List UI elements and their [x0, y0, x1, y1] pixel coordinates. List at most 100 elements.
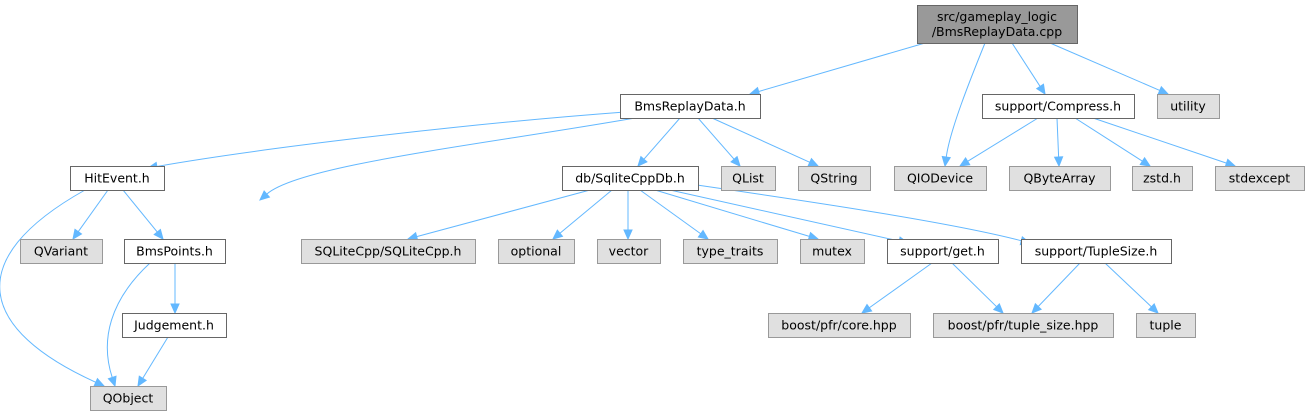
arrowhead-db_sqlitecppdb_h-to-vector — [623, 229, 633, 241]
arrowhead-support_compress_h-to-qiodevice — [958, 156, 971, 167]
node-label: HitEvent.h — [84, 171, 149, 186]
node-label: boost/pfr/core.hpp — [781, 318, 896, 333]
node-label: zstd.h — [1143, 171, 1181, 186]
node-label: tuple — [1150, 318, 1182, 333]
edge-bmsreplaydata_h-to-qlist — [697, 117, 735, 160]
node-box — [1021, 239, 1172, 264]
node-support-get-h[interactable]: support/get.h — [887, 239, 999, 264]
nodes-layer: src/gameplay_logic/BmsReplayData.cppBmsR… — [20, 5, 1305, 411]
edge-db_sqlitecppdb_h-to-mutex — [654, 189, 810, 237]
node-box — [620, 94, 761, 119]
node-box — [301, 239, 476, 264]
arrowhead-support_tuplesize_h-to-boost_pfr_tuple_size_hpp — [1031, 302, 1043, 314]
node-boost-pfr-core-hpp: boost/pfr/core.hpp — [768, 313, 911, 338]
edge-support_compress_h-to-zstd_h — [1074, 117, 1143, 162]
node-box — [597, 239, 661, 264]
node-bmsreplaydata-h[interactable]: BmsReplayData.h — [620, 94, 761, 119]
node-db-sqlitecppdb-h[interactable]: db/SqliteCppDb.h — [562, 166, 699, 191]
edge-judgement_h-to-qobject — [142, 336, 169, 379]
node-hitevent-h[interactable]: HitEvent.h — [70, 166, 165, 191]
edge-bmsreplaydata_h-to-hitevent_h — [156, 111, 626, 167]
node-box — [798, 166, 871, 191]
edge-root-to-bmsreplaydata_h — [758, 42, 926, 92]
arrowhead-bmsreplaydata_h-to-db_sqlitecppdb_h — [637, 155, 648, 167]
arrowhead-support_compress_h-to-zstd_h — [1139, 156, 1152, 167]
arrowhead-support_compress_h-to-stdexcept — [1224, 158, 1237, 168]
arrowhead-support_get_h-to-boost_pfr_tuple_size_hpp — [992, 302, 1004, 314]
arrowhead-bmsreplaydata_h-to-qlist — [730, 155, 741, 167]
edge-hitevent_h-to-qobject — [0, 189, 97, 383]
arrowhead-root-to-utility — [1157, 85, 1170, 95]
node-judgement-h[interactable]: Judgement.h — [122, 313, 227, 338]
arrowhead-judgement_h-to-qobject — [137, 375, 148, 388]
edge-hitevent_h-to-qvariant — [77, 189, 109, 232]
node-box — [933, 313, 1114, 338]
node-label: QIODevice — [907, 171, 973, 186]
arrowhead-root-to-qiodevice — [941, 155, 952, 168]
node-root[interactable]: src/gameplay_logic/BmsReplayData.cpp — [917, 5, 1078, 44]
edge-bmspoints_h-to-qobject — [106, 262, 151, 378]
node-label: src/gameplay_logic — [937, 9, 1057, 24]
node-box — [721, 166, 776, 191]
edge-root-to-support_compress_h — [1011, 42, 1041, 87]
node-label: vector — [609, 244, 650, 259]
edge-root-to-qiodevice — [945, 42, 986, 158]
edge-db_sqlitecppdb_h-to-support_tuplesize_h — [689, 183, 1022, 242]
node-box — [562, 166, 699, 191]
node-box — [20, 239, 103, 264]
node-label: QList — [732, 171, 764, 186]
node-vector: vector — [597, 239, 661, 264]
node-label: stdexcept — [1229, 171, 1290, 186]
node-box — [90, 386, 167, 411]
node-label: QVariant — [34, 244, 88, 259]
node-label: boost/pfr/tuple_size.hpp — [948, 318, 1099, 333]
edge-hitevent_h-to-bmspoints_h — [122, 189, 158, 233]
node-box — [1132, 166, 1193, 191]
node-qobject: QObject — [90, 386, 167, 411]
node-label: QString — [810, 171, 857, 186]
node-label: utility — [1170, 99, 1206, 114]
arrowhead-hitevent_h-to-bmspoints_h — [153, 228, 164, 240]
node-label: /BmsReplayData.cpp — [932, 24, 1062, 39]
edge-db_sqlitecppdb_h-to-type_traits — [639, 189, 701, 235]
edge-support_compress_h-to-qbytearray — [1056, 117, 1060, 158]
edge-bmsreplaydata_h-to-db_sqlitecppdb_h — [643, 117, 681, 160]
node-box — [498, 239, 575, 264]
node-support-tuplesize-h[interactable]: support/TupleSize.h — [1021, 239, 1172, 264]
arrowhead-bmsreplaydata_h-to-qobject — [259, 190, 271, 201]
edge-db_sqlitecppdb_h-to-sqlitecpp_h — [416, 189, 591, 238]
arrowhead-hitevent_h-to-qobject — [93, 377, 106, 387]
node-box — [917, 5, 1078, 44]
arrowhead-bmspoints_h-to-judgement_h — [170, 303, 180, 315]
node-box — [124, 239, 226, 264]
node-sqlitecpp-h: SQLiteCpp/SQLiteCpp.h — [301, 239, 476, 264]
arrowhead-support_get_h-to-boost_pfr_core_hpp — [860, 303, 873, 314]
node-bmspoints-h[interactable]: BmsPoints.h — [124, 239, 226, 264]
node-box — [982, 94, 1135, 119]
edge-bmsreplaydata_h-to-qobject — [266, 117, 636, 195]
node-box — [122, 313, 227, 338]
node-tuple: tuple — [1136, 313, 1196, 338]
node-box — [768, 313, 911, 338]
arrowhead-bmsreplaydata_h-to-qstring — [807, 157, 820, 167]
node-box — [683, 239, 778, 264]
node-label: BmsReplayData.h — [634, 99, 745, 114]
arrowhead-db_sqlitecppdb_h-to-optional — [552, 229, 564, 240]
node-box — [1157, 94, 1220, 119]
node-support-compress-h[interactable]: support/Compress.h — [982, 94, 1135, 119]
edge-support_tuplesize_h-to-boost_pfr_tuple_size_hpp — [1037, 262, 1081, 307]
node-qstring: QString — [798, 166, 871, 191]
edge-db_sqlitecppdb_h-to-support_get_h — [669, 189, 900, 242]
edge-root-to-utility — [1049, 42, 1160, 91]
edge-support_get_h-to-boost_pfr_tuple_size_hpp — [951, 262, 997, 308]
node-label: BmsPoints.h — [136, 244, 213, 259]
node-qvariant: QVariant — [20, 239, 103, 264]
node-zstd-h: zstd.h — [1132, 166, 1193, 191]
edge-support_compress_h-to-qiodevice — [967, 117, 1039, 162]
node-label: QByteArray — [1023, 171, 1096, 186]
node-type-traits: type_traits — [683, 239, 778, 264]
arrowhead-support_tuplesize_h-to-tuple — [1147, 303, 1159, 314]
edge-support_get_h-to-boost_pfr_core_hpp — [869, 262, 933, 309]
node-box — [1215, 166, 1305, 191]
